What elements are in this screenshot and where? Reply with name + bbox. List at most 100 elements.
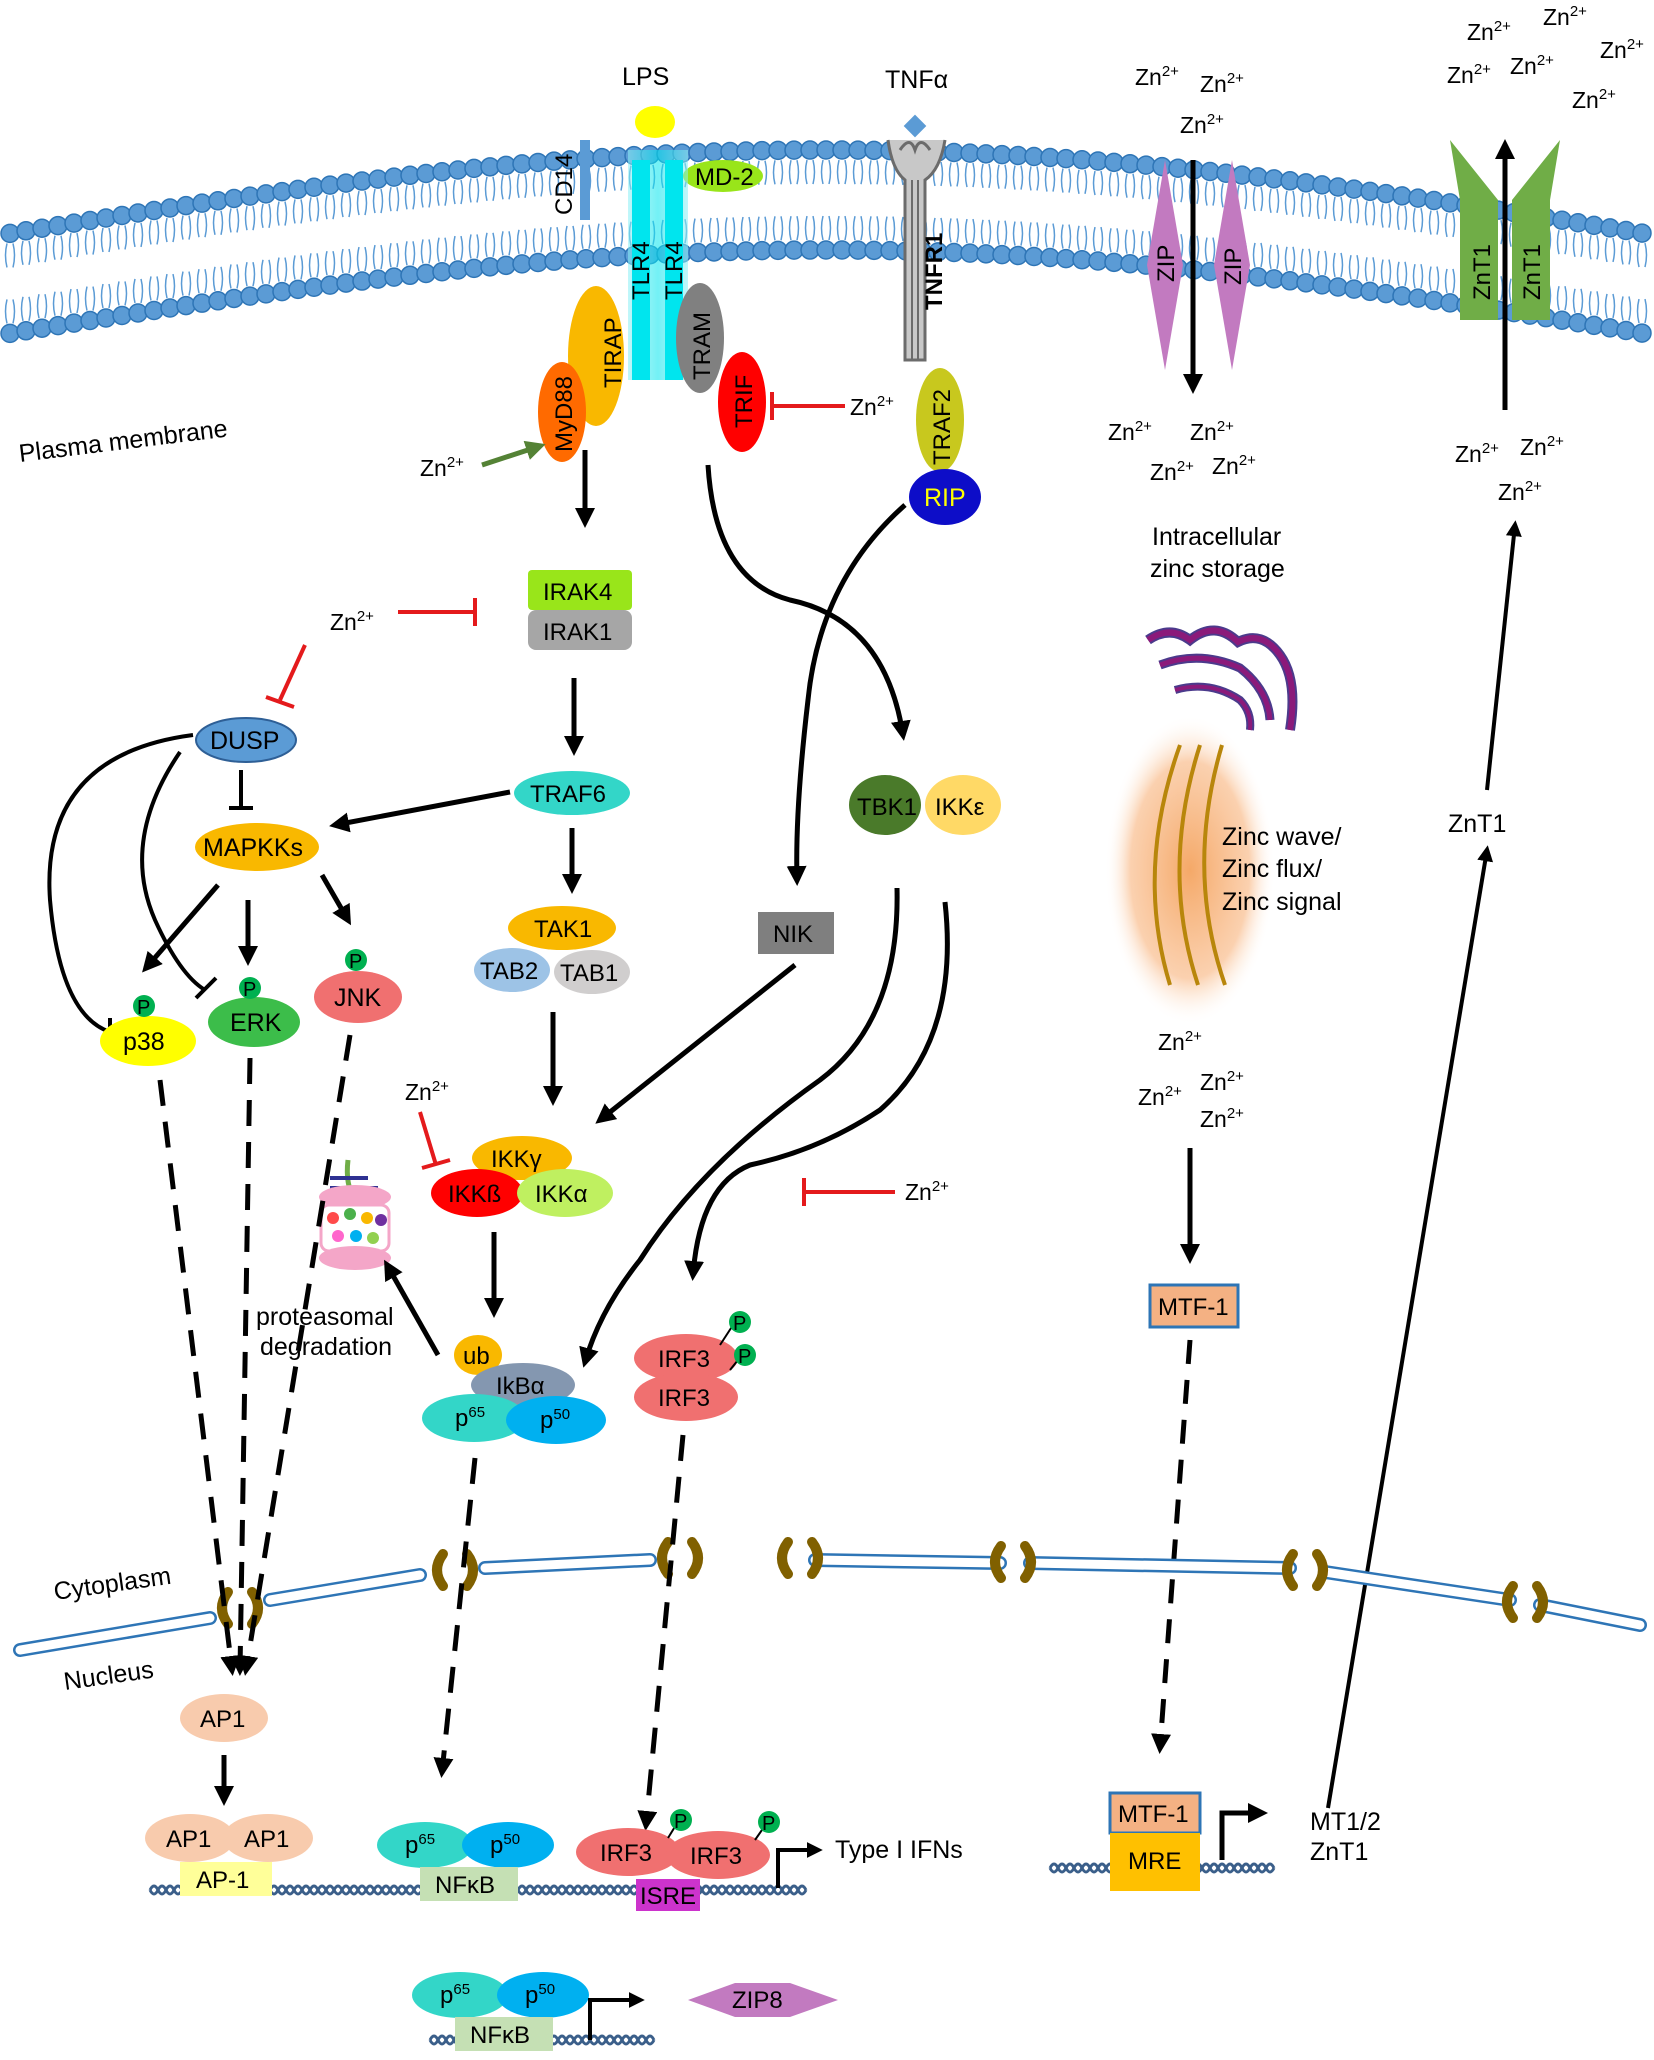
lipid-head bbox=[1632, 323, 1652, 343]
zinc-wave-line-2 bbox=[1177, 744, 1202, 986]
lipid-tails bbox=[1124, 173, 1136, 254]
zn-label: Zn2+ bbox=[905, 1178, 949, 1205]
lipid-tails bbox=[468, 178, 480, 259]
lipid-head bbox=[1024, 246, 1044, 267]
lipid-head bbox=[1296, 273, 1316, 293]
znt1-transporter-left bbox=[1450, 140, 1498, 320]
lipid-head bbox=[112, 205, 132, 226]
svg-text:Zn2+: Zn2+ bbox=[420, 454, 464, 481]
tnfr1-label: TNFR1 bbox=[921, 233, 948, 310]
nucleus-irf3-right-label: IRF3 bbox=[690, 1843, 742, 1870]
ap1-site-label: AP-1 bbox=[196, 1867, 249, 1894]
lipid-head bbox=[48, 215, 68, 236]
lipid-tails bbox=[612, 166, 624, 247]
lipid-head bbox=[1248, 167, 1268, 187]
mt12-label: MT1/2 bbox=[1310, 1808, 1381, 1836]
zinc-storage-organelle-icon bbox=[1145, 625, 1298, 731]
lipid-tails bbox=[548, 170, 560, 252]
jnk-nuclear-translocation bbox=[238, 1034, 353, 1676]
zip8-transcription-arrow bbox=[588, 1992, 645, 2040]
ub-tag bbox=[454, 1335, 502, 1375]
rip-to-nik-arrow bbox=[786, 503, 907, 886]
lipid-head bbox=[1280, 171, 1300, 191]
irf3-phospho-badge-1 bbox=[729, 1311, 751, 1333]
isre-site-box bbox=[636, 1879, 700, 1911]
ifn-transcription-arrow bbox=[776, 1842, 823, 1888]
zn-inhibits-dusp-bar bbox=[265, 695, 295, 709]
lipid-head bbox=[1312, 275, 1332, 295]
p38-label: p38 bbox=[123, 1028, 165, 1056]
lipid-tails bbox=[980, 163, 992, 245]
lipid-head bbox=[512, 154, 532, 174]
lipid-tails bbox=[212, 210, 224, 291]
zip8-p65-label: p65 bbox=[440, 1981, 470, 2009]
lipid-head bbox=[1568, 213, 1588, 233]
lipid-head bbox=[240, 286, 260, 306]
tbk1-kinase bbox=[849, 775, 921, 835]
intracellular-label-2: zinc storage bbox=[1150, 555, 1285, 583]
irf3-protein-bottom bbox=[634, 1373, 738, 1421]
zip8-p50-label: p50 bbox=[525, 1981, 555, 2009]
traf6-protein bbox=[514, 771, 630, 815]
p38-kinase bbox=[100, 1016, 196, 1066]
lipid-head bbox=[1584, 315, 1604, 336]
tab2-protein bbox=[474, 948, 550, 992]
lipid-head bbox=[1552, 210, 1572, 230]
lipid-tails bbox=[196, 213, 208, 294]
lipid-tails bbox=[1268, 188, 1280, 270]
lipid-head bbox=[1344, 279, 1364, 299]
znt1-label-right: ZnT1 bbox=[1519, 244, 1546, 300]
zn-label: Zn2+ bbox=[1138, 1083, 1182, 1110]
nuclear-pore-icon bbox=[990, 1541, 1006, 1583]
lipid-tails bbox=[1044, 167, 1056, 248]
zn-label: Zn2+ bbox=[1108, 418, 1152, 445]
zn-label: Zn2+ bbox=[1498, 478, 1542, 505]
nucleus-p65-label: p65 bbox=[405, 1831, 435, 1859]
lipid-tails bbox=[500, 175, 512, 256]
nuclear-membrane-segment bbox=[15, 1613, 215, 1655]
svg-text:Zn2+: Zn2+ bbox=[1447, 61, 1491, 88]
cytoplasm-label: Cytoplasm bbox=[52, 1562, 173, 1606]
nuclear-pore-icon bbox=[432, 1549, 448, 1591]
zn-label: Zn2+ bbox=[1510, 52, 1554, 79]
svg-text:Zn2+: Zn2+ bbox=[1190, 418, 1234, 445]
zn-inhibits-ikk-bar bbox=[421, 1158, 451, 1170]
lipid-head bbox=[512, 254, 532, 274]
md2-protein bbox=[683, 160, 763, 192]
zinc-wave-glow bbox=[1105, 715, 1275, 1025]
lipid-head bbox=[416, 263, 436, 284]
irak4-label: IRAK4 bbox=[543, 579, 612, 606]
proteasomal-label-2: degradation bbox=[260, 1333, 392, 1361]
lipid-tails bbox=[228, 208, 240, 289]
lipid-tails bbox=[532, 172, 544, 253]
tnfa-label: TNFα bbox=[885, 66, 948, 94]
nuclear-pore-icon bbox=[462, 1549, 478, 1591]
lipid-head bbox=[16, 221, 36, 241]
nuclear-membrane-segment bbox=[1320, 1567, 1515, 1605]
nucleus-irf3-phospho-badge-1 bbox=[670, 1809, 692, 1831]
znt1-gene-label: ZnT1 bbox=[1310, 1838, 1368, 1866]
irf3-protein-top bbox=[634, 1334, 738, 1382]
nucleus-irf3-left bbox=[576, 1828, 680, 1876]
lipid-tails bbox=[52, 235, 64, 316]
rip-kinase bbox=[909, 469, 981, 525]
jnk-label: JNK bbox=[334, 984, 382, 1012]
lipid-head bbox=[1440, 193, 1460, 213]
zn-label: Zn2+ bbox=[1180, 111, 1224, 138]
zn-label: Zn2+ bbox=[420, 454, 464, 481]
ap1-label: AP1 bbox=[200, 1706, 245, 1733]
zn-label: Zn2+ bbox=[330, 608, 374, 635]
lipid-head bbox=[304, 277, 324, 298]
lipid-head bbox=[144, 300, 164, 321]
lipid-tails bbox=[180, 215, 192, 296]
lipid-head bbox=[432, 161, 452, 182]
mtf1-box bbox=[1148, 1283, 1240, 1329]
dna-strands bbox=[148, 1862, 1276, 2046]
lipid-head bbox=[224, 288, 244, 309]
nucleus-irf3-left-label: IRF3 bbox=[600, 1840, 652, 1867]
isre-site-label: ISRE bbox=[640, 1883, 696, 1910]
lipid-tails bbox=[1348, 198, 1360, 280]
nucleus-irf3-right bbox=[666, 1831, 770, 1879]
svg-text:Zn2+: Zn2+ bbox=[1572, 86, 1616, 113]
proteasome-icon bbox=[319, 1159, 391, 1270]
